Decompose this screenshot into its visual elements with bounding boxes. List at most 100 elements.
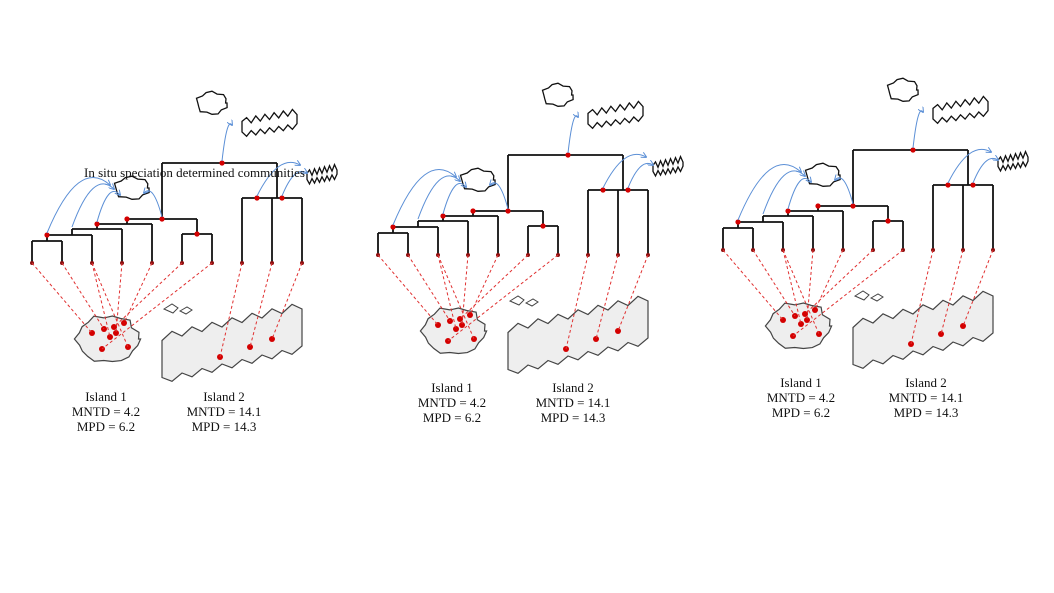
speciation-node <box>885 218 891 224</box>
speciation-node <box>219 160 225 166</box>
species-link <box>722 249 784 321</box>
island1-mpd: MPD = 6.2 <box>422 410 482 425</box>
islet-icon <box>508 295 539 307</box>
colonization-arrow <box>442 183 466 215</box>
speciation-node <box>390 224 396 230</box>
island1-map <box>73 315 142 363</box>
occurrence-point <box>816 331 822 337</box>
species-link <box>271 262 303 340</box>
species-link <box>447 254 559 342</box>
panel1-island2-label: Island 2 MNTD = 14.1 MPD = 14.3 <box>187 389 262 434</box>
speciation-node <box>540 223 546 229</box>
speciation-node <box>279 195 285 201</box>
source-landmass-icon <box>306 162 338 186</box>
species-link <box>113 262 183 328</box>
occurrence-point <box>457 316 463 322</box>
speciation-node <box>970 182 976 188</box>
colonization-arrow <box>912 111 923 149</box>
speciation-node <box>194 231 200 237</box>
panel2-island1-label: Island 1 MNTD = 4.2 MPD = 6.2 <box>418 380 486 425</box>
species-link <box>437 254 457 330</box>
species-link <box>595 254 619 340</box>
occurrence-point <box>938 331 944 337</box>
occurrence-point <box>453 326 459 332</box>
source-landmass-icon <box>587 100 644 130</box>
species-link <box>459 254 529 320</box>
occurrence-point <box>113 330 119 336</box>
species-link <box>91 262 111 338</box>
speciation-node <box>625 187 631 193</box>
colonization-arrow <box>972 158 998 184</box>
occurrence-point <box>802 311 808 317</box>
islet-icon <box>853 290 884 302</box>
species-link <box>962 249 994 327</box>
colonization-arrow <box>567 116 578 154</box>
island2-name: Island 2 <box>203 389 245 404</box>
island1-map <box>419 307 488 355</box>
species-link <box>461 254 469 326</box>
species-link <box>101 262 213 350</box>
source-landmass-icon <box>652 154 684 178</box>
island1-mpd: MPD = 6.2 <box>76 419 136 434</box>
colonization-arrow <box>221 124 232 162</box>
source-landmass-icon <box>997 149 1029 173</box>
speciation-node <box>945 182 951 188</box>
occurrence-point <box>217 354 223 360</box>
island1-mntd: MNTD = 4.2 <box>766 390 836 405</box>
island1-name: Island 1 <box>85 389 127 404</box>
occurrence-point <box>247 344 253 350</box>
colonization-arrow <box>762 171 805 215</box>
panel-2 <box>376 82 684 374</box>
colonization-arrow <box>46 176 110 234</box>
source-landmass-icon <box>459 167 496 192</box>
speciation-node <box>124 216 130 222</box>
panel1-island1-label: Island 1 MNTD = 4.2 MPD = 6.2 <box>72 389 140 434</box>
island1-mntd: MNTD = 4.2 <box>417 395 487 410</box>
species-link <box>792 249 904 337</box>
occurrence-point <box>960 323 966 329</box>
panel3-island2-label: Island 2 MNTD = 14.1 MPD = 14.3 <box>889 375 964 420</box>
source-landmass-icon <box>541 82 574 107</box>
occurrence-point <box>593 336 599 342</box>
island1-name: Island 1 <box>431 380 473 395</box>
colonization-arrow <box>602 154 646 189</box>
colonization-arrow <box>417 176 460 220</box>
colonization-arrow <box>96 191 120 223</box>
speciation-node <box>910 147 916 153</box>
panel-1 <box>30 90 338 382</box>
species-link <box>115 262 123 334</box>
species-link <box>617 254 649 332</box>
speciation-node <box>735 219 741 225</box>
occurrence-point <box>615 328 621 334</box>
colonization-arrow <box>947 149 991 184</box>
speciation-node <box>505 208 511 214</box>
island2-mntd: MNTD = 14.1 <box>888 390 964 405</box>
occurrence-point <box>471 336 477 342</box>
colonization-arrow <box>281 171 307 197</box>
speciation-node <box>159 216 165 222</box>
species-link <box>940 249 964 335</box>
speciation-node <box>850 203 856 209</box>
occurrence-point <box>459 322 465 328</box>
speciation-node <box>600 187 606 193</box>
species-link <box>377 254 439 326</box>
species-link <box>804 249 874 315</box>
species-link <box>752 249 796 317</box>
island1-mpd: MPD = 6.2 <box>771 405 831 420</box>
colonization-arrow <box>71 184 114 228</box>
species-link <box>437 254 475 340</box>
source-landmass-icon <box>804 162 841 187</box>
source-landmass-icon <box>241 108 298 138</box>
speciation-node <box>785 208 791 214</box>
occurrence-point <box>107 334 113 340</box>
occurrence-point <box>125 344 131 350</box>
species-link <box>407 254 451 322</box>
panel2-island2-label: Island 2 MNTD = 14.1 MPD = 14.3 <box>536 380 611 425</box>
speciation-node <box>440 213 446 219</box>
occurrence-point <box>269 336 275 342</box>
island2-map <box>852 290 994 369</box>
colonization-arrow <box>835 178 854 205</box>
colonization-arrow <box>737 163 801 221</box>
occurrence-point <box>798 321 804 327</box>
